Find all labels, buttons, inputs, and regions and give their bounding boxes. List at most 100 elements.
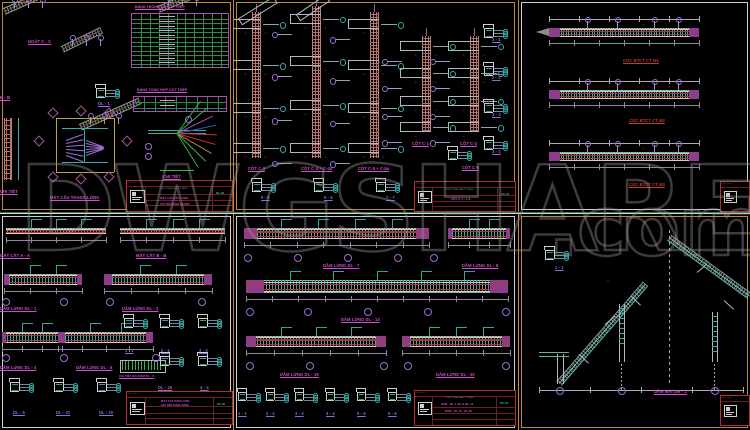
column-stirrup [422,53,431,55]
label-dam-lung-dl13: DẦM LỬNG DL - 13 [341,317,380,322]
stirrup [274,336,276,347]
leader [56,219,67,220]
column-stirrup [370,153,379,155]
dim-tick [699,102,700,108]
stirrup [363,336,365,347]
stirrup [433,336,435,347]
panel-top-middle[interactable]: ⊥⊥⊥⊥⊥⊥⊥⊥⊥⊥⊥⊥⊥⊥⊥⊥⊥⊥⊥⊥⊥⊥⊥⊥⊥⊥⊥⊥⊥⊥⊥⊥⊥⊥⊥⊥⊥⊥⊥⊥… [234,0,517,212]
panel-bottom-middle[interactable]: DẦM LỬNG DL - 7 DẦM LỬNG DL - 8 DẦM LỬNG… [234,214,517,430]
cap-hook [159,352,169,353]
dim-tick [31,237,32,243]
stirrup [602,152,604,161]
title-block-p5[interactable]: CÔNG TRÌNH NHÀ Ở 3 TẦNG DẦM : DL-7, DL-8… [414,390,516,426]
stirrup [203,228,205,234]
leader [22,323,33,324]
stirrup [454,280,456,293]
panel-bottom-left[interactable]: MẶT CẮT A - A MẶT CẮT B - B DẦM LỬNG DL … [0,214,233,430]
stirrup [25,228,27,234]
stirrup [638,90,640,99]
stirrup [153,274,155,285]
lap-mark: ⌐ [642,84,645,89]
column-stirrup [312,91,321,93]
stirrup [412,280,414,293]
beam-end-cap [549,152,560,161]
label-ngat-c-c: NGẮT C - C [28,39,52,44]
stirrup [39,228,41,234]
dashed-line [621,368,622,370]
stirrup [195,274,197,285]
lap-mark: ⊥ [244,155,247,160]
table-row-line [132,32,228,34]
stirrup [607,152,609,161]
stirrup [287,228,289,239]
stirrup [351,336,352,347]
stirrup [367,228,369,239]
stirrup [69,228,71,234]
stirrup [357,336,359,347]
section-bottom [97,391,106,392]
top-rebar [549,30,699,32]
leader [436,60,450,62]
company-logo-icon [724,191,737,203]
stirrup [21,332,23,343]
beam-elevation [246,336,386,347]
dim-tick [468,242,470,248]
stirrup [418,336,420,347]
hanger-stirrup [619,308,624,309]
dimension-line [549,143,699,144]
column-stirrup [252,150,261,152]
stirrup [314,336,316,347]
title-block-p3[interactable]: KCo. xxxx [720,181,750,212]
section-bottom [484,37,493,38]
floor-line [348,143,349,153]
bottom-rebar [448,235,510,237]
stirrup [343,228,345,239]
title-block-p4[interactable]: MẶT CẮT DẦM LỬNG CHI TIẾT DẦM LỬNG KC-05… [126,391,233,425]
grid-bubble [60,298,69,307]
title-block-p1[interactable]: CÔNG TRÌNH NHÀ Ở 3 TẦNG MẶT CẮT CẦU LỬNG… [126,180,233,212]
table-cell-content [159,25,176,27]
stirrup [59,274,61,285]
dim-tick [302,350,303,356]
cap-hook [323,178,324,182]
column-stirrup [312,16,321,18]
stirrup [284,336,286,347]
column-stirrup [422,105,431,107]
panel-bottom-right[interactable]: ⌐⌐⌐⌐ 1 - 1 DẦM MÁI DM - 2 KCo. xxxx [519,214,750,430]
stirrup [150,228,152,234]
stirrup [583,152,585,161]
title-block-p6[interactable]: KCo. xxxx [720,395,750,426]
stirrup [363,280,365,293]
section-leader [397,396,406,398]
cap-hook [95,84,105,85]
column-stirrup [470,68,479,70]
stirrup [645,152,647,161]
stirrup [633,152,635,161]
stirrup [259,336,261,347]
column-stirrup [252,29,261,31]
stirrup [684,90,686,99]
section-leader [20,386,29,388]
leader [429,327,430,336]
dim-tick [429,296,431,302]
panel-top-right[interactable]: ⌐⌐⌐ CỌC BTCT CT M1 CỌC BTCT CT M2 CỌC BT… [519,0,750,212]
column-stirrup [4,129,12,131]
floor-line [400,40,431,42]
column-stirrup [470,37,479,39]
grid-bubble [73,388,79,394]
dim-tick [699,16,700,22]
stirrup [290,228,292,239]
section-bottom [198,365,207,366]
stirrup [373,228,375,239]
rebar-statistics-table[interactable] [131,13,229,68]
bottom-rebar [549,158,699,160]
stirrup [141,361,143,370]
stirrup [687,90,689,99]
title-block-p2[interactable]: CÔNG TRÌNH NHÀ Ở 3 TẦNG CỘT: C-1 ÷ C-6 K… [414,181,516,212]
table-col-line [175,97,177,111]
stirrup [570,28,572,37]
panel-top-left[interactable]: NGẮT C - C B - B DL - 1 CHI TIẾT MẶT CẦU… [0,0,233,212]
floor-line [400,122,431,124]
table-row-line [132,64,228,66]
rebar-summary-table[interactable] [133,96,227,112]
